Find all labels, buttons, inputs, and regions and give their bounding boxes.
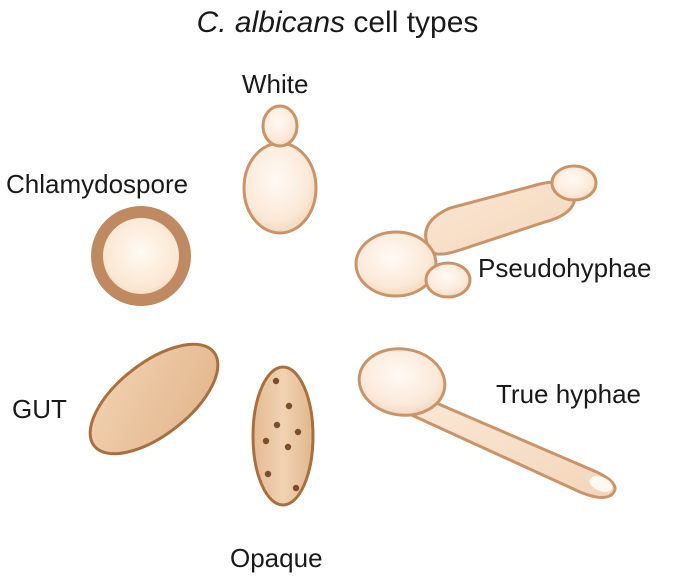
- white-cell-bud: [261, 104, 299, 148]
- opaque-granule: [273, 421, 281, 429]
- pseudohyphae-side-bud: [424, 261, 472, 299]
- white-cell: [242, 104, 318, 235]
- title-species: C. albicans: [196, 6, 345, 39]
- label-opaque: Opaque: [230, 543, 323, 573]
- pseudohyphae-tip-bud: [550, 164, 598, 202]
- true-hyphae-germ-tube: [403, 394, 617, 499]
- opaque-granule: [284, 443, 292, 451]
- title-suffix: cell types: [353, 6, 479, 39]
- gut-cell-body: [88, 342, 220, 456]
- opaque-cell-body: [251, 365, 315, 507]
- opaque-cell: [251, 365, 315, 507]
- opaque-granule: [294, 428, 302, 436]
- label-true-hyphae: True hyphae: [496, 379, 642, 409]
- label-white: White: [242, 69, 309, 99]
- label-pseudohyphae: Pseudohyphae: [478, 253, 652, 283]
- pseudohyphae-cell: [354, 164, 598, 299]
- label-gut: GUT: [12, 394, 67, 424]
- white-cell-mother: [242, 141, 318, 235]
- true-hyphae-mother: [357, 347, 447, 417]
- diagram-title: C. albicans cell types: [0, 8, 675, 38]
- opaque-granule: [262, 437, 270, 445]
- label-chlamydospore: Chlamydospore: [6, 169, 189, 199]
- opaque-granule: [264, 470, 272, 478]
- gut-cell: [88, 342, 220, 456]
- pseudohyphae-mother: [354, 230, 438, 298]
- chlamydospore-cell: [91, 206, 191, 306]
- opaque-granule: [292, 484, 300, 492]
- opaque-granule: [272, 377, 280, 385]
- pseudohyphae-elongated-segment: [424, 180, 577, 256]
- opaque-granule: [285, 402, 293, 410]
- true-hyphae-cell: [357, 347, 617, 499]
- chlamydospore-core: [103, 218, 179, 294]
- true-hyphae-tip: [589, 476, 613, 492]
